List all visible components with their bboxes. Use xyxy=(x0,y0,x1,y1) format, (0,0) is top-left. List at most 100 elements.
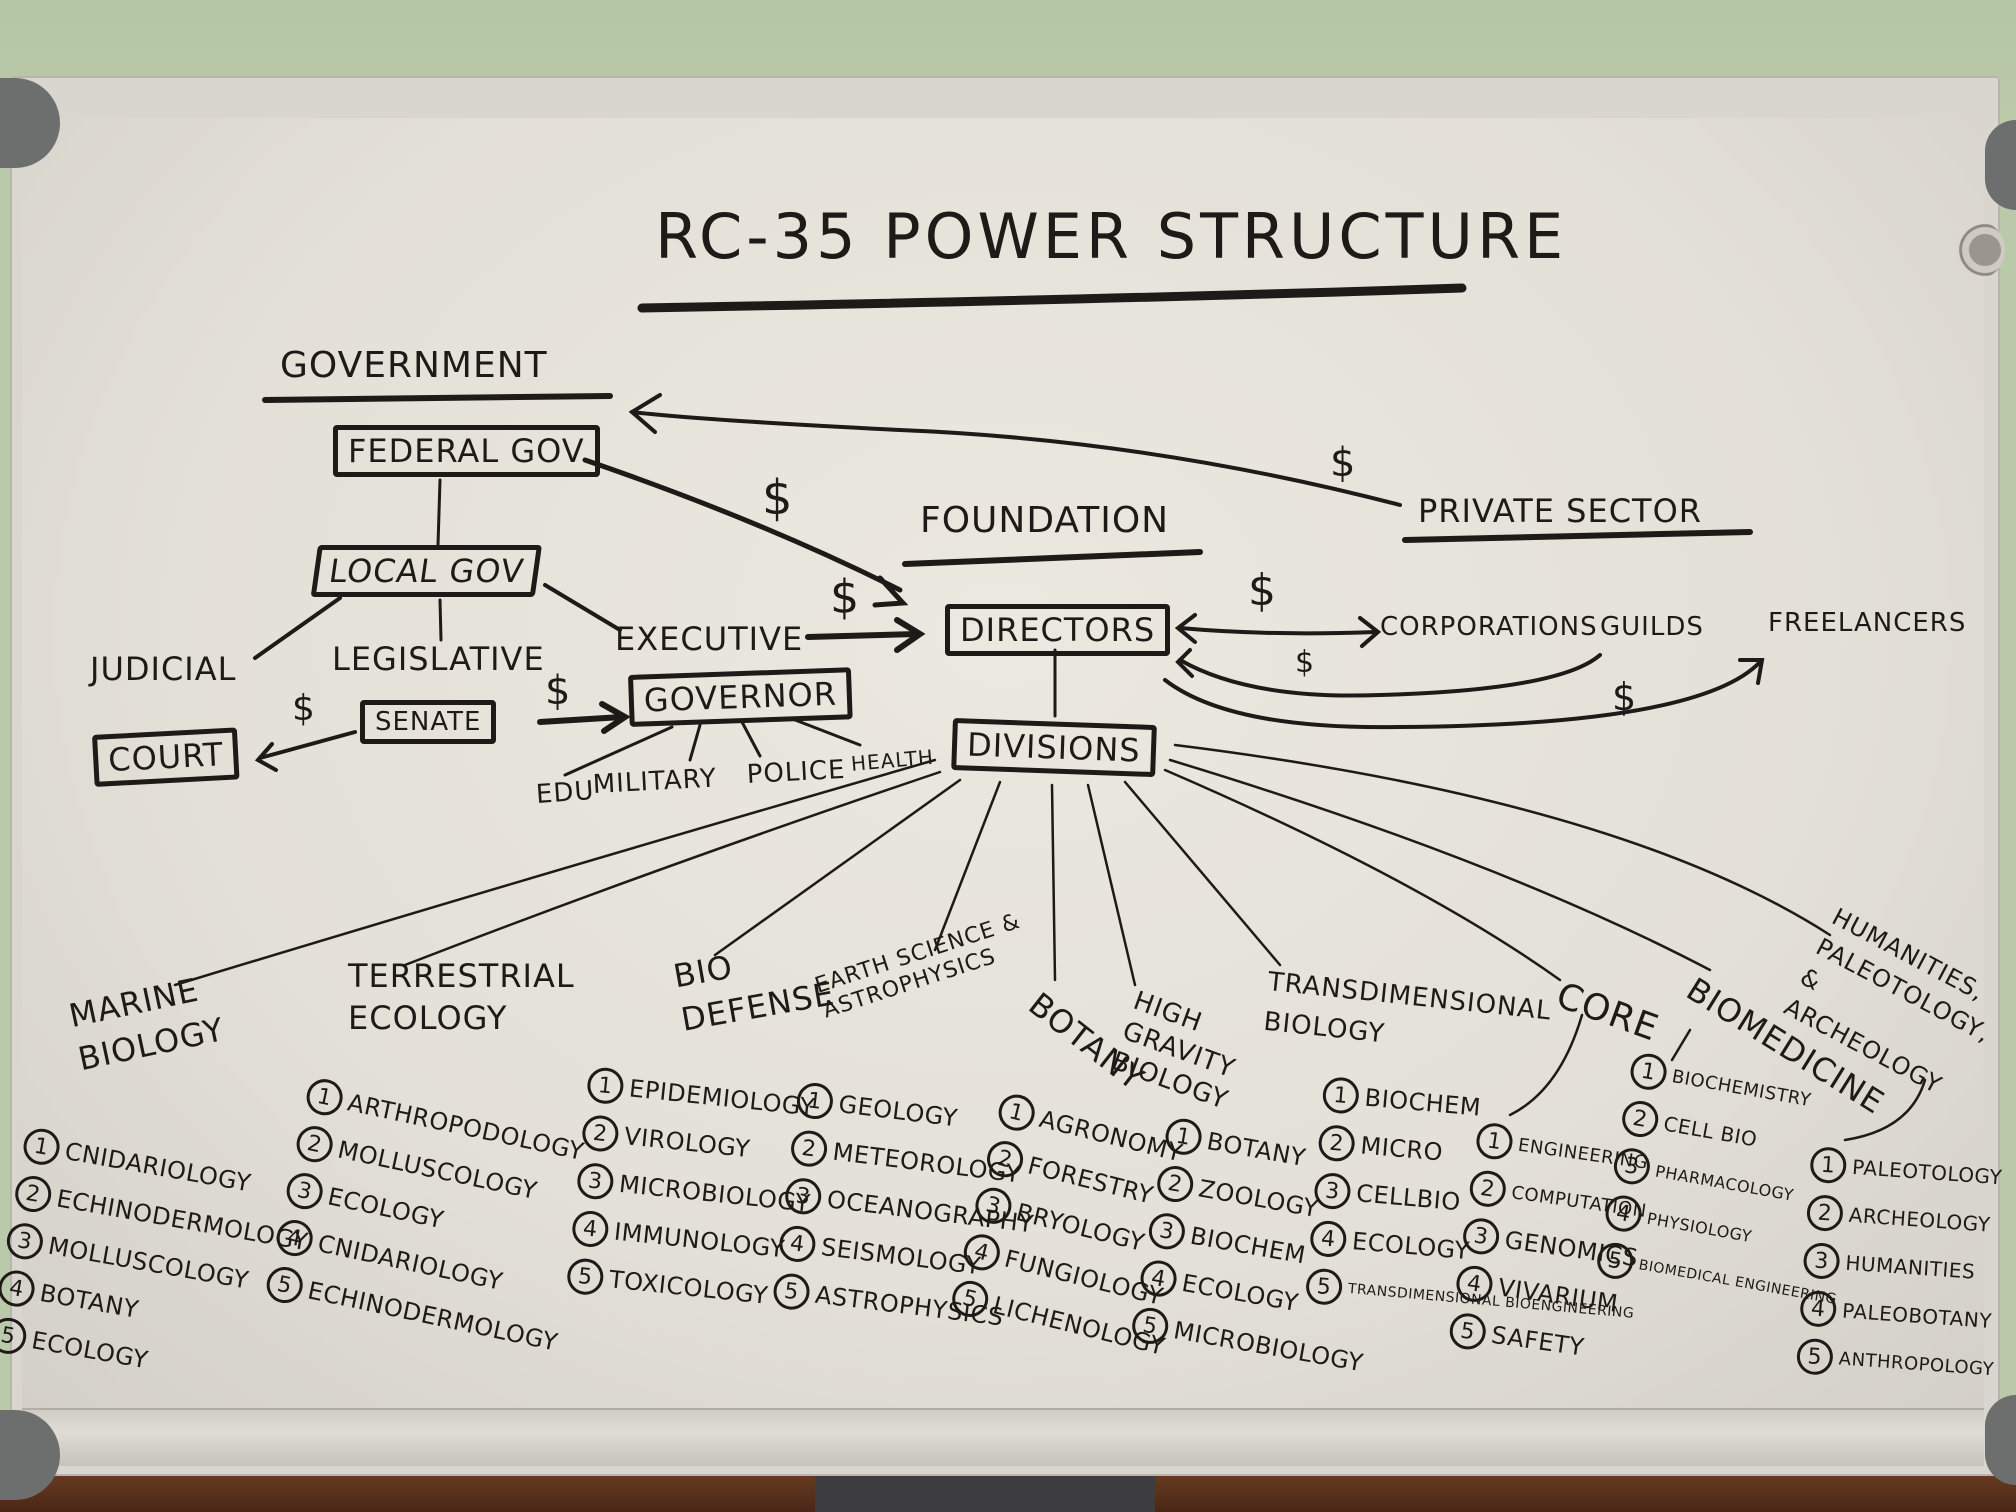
arrowhead xyxy=(894,617,926,653)
magnet-icon xyxy=(1955,222,2005,278)
federal-gov-box: FEDERAL GOV xyxy=(333,425,600,477)
directors-corporations-arrow xyxy=(1178,626,1377,636)
number-circle: 2 xyxy=(789,1128,830,1169)
number-circle: 1 xyxy=(1809,1145,1848,1185)
number-circle: 2 xyxy=(293,1122,336,1166)
number-circle: 1 xyxy=(1162,1115,1205,1158)
number-circle: 3 xyxy=(4,1220,46,1263)
dept-edu: EDU xyxy=(535,775,596,810)
whiteboard-surface xyxy=(22,118,1984,1408)
senate-to-court-arrow xyxy=(258,730,357,760)
number-circle: 4 xyxy=(1308,1219,1348,1259)
executive-branch: EXECUTIVE xyxy=(615,620,804,658)
divisions-highgravity-link xyxy=(1086,783,1137,987)
number-circle: 5 xyxy=(1795,1337,1835,1376)
number-circle: 2 xyxy=(1154,1163,1197,1205)
arrowhead xyxy=(1175,648,1194,678)
number-circle: 4 xyxy=(570,1209,611,1249)
number-circle: 5 xyxy=(948,1277,993,1321)
number-circle: 4 xyxy=(1137,1257,1180,1300)
local-legislative-link xyxy=(438,598,443,642)
government-heading: GOVERNMENT xyxy=(280,345,548,386)
number-circle: 1 xyxy=(1474,1120,1515,1162)
entity-freelancers: FREELANCERS xyxy=(1768,608,1967,638)
local-judicial-link xyxy=(253,596,342,660)
number-circle: 4 xyxy=(960,1230,1004,1275)
private-sector-heading: PRIVATE SECTOR xyxy=(1418,492,1702,530)
division-heading-terrestrial-ecology: TERRESTRIAL ECOLOGY xyxy=(348,957,575,1037)
arrowhead xyxy=(599,701,631,734)
money-icon: $ xyxy=(830,570,861,624)
number-circle: 5 xyxy=(1304,1267,1344,1307)
entity-corporations: CORPORATIONS xyxy=(1380,612,1598,642)
divisions-box: DIVISIONS xyxy=(951,718,1157,778)
private-sector-underline xyxy=(1402,529,1753,543)
number-circle: 4 xyxy=(1602,1192,1645,1235)
divisions-biomedicine-link xyxy=(1168,758,1712,972)
governor-edu-link xyxy=(563,725,674,777)
directors-guilds-arrow xyxy=(1178,653,1602,698)
money-icon: $ xyxy=(1330,440,1357,486)
number-circle: 1 xyxy=(794,1080,836,1122)
governor-health-link xyxy=(788,716,862,747)
money-icon: $ xyxy=(545,668,572,714)
number-circle: 3 xyxy=(1802,1241,1841,1281)
number-circle: 1 xyxy=(20,1125,63,1168)
directors-box: DIRECTORS xyxy=(945,604,1171,656)
arrowhead xyxy=(872,575,909,608)
executive-to-directors-arrow xyxy=(805,631,921,640)
humanities-list-link xyxy=(1843,1078,1927,1142)
number-circle: 1 xyxy=(994,1090,1039,1135)
eraser-holder xyxy=(815,1470,1155,1512)
number-circle: 2 xyxy=(1805,1193,1845,1233)
number-circle: 5 xyxy=(263,1263,307,1307)
number-circle: 4 xyxy=(777,1223,818,1265)
number-circle: 1 xyxy=(1627,1050,1670,1093)
court-box: COURT xyxy=(92,727,240,787)
number-circle: 4 xyxy=(1454,1263,1495,1305)
number-circle: 2 xyxy=(1619,1098,1662,1140)
divisions-marine-link xyxy=(173,758,937,987)
divisions-biodefense-link xyxy=(713,778,962,957)
number-circle: 2 xyxy=(1317,1123,1357,1163)
number-circle: 5 xyxy=(1129,1304,1172,1347)
money-icon: $ xyxy=(762,470,794,526)
senate-to-governor-arrow xyxy=(537,714,625,725)
number-circle: 5 xyxy=(1594,1239,1637,1282)
number-circle: 3 xyxy=(1611,1145,1653,1188)
number-circle: 4 xyxy=(0,1267,38,1310)
local-executive-link xyxy=(543,583,622,632)
number-circle: 5 xyxy=(1447,1311,1489,1352)
arrowhead xyxy=(1358,616,1382,648)
divisions-core-link xyxy=(1163,768,1562,982)
number-circle: 5 xyxy=(0,1314,30,1357)
number-circle: 5 xyxy=(771,1271,812,1312)
number-circle: 1 xyxy=(1321,1075,1361,1115)
federal-to-directors-arrow xyxy=(582,457,903,593)
divisions-botany-link xyxy=(1050,783,1057,982)
money-icon: $ xyxy=(1248,565,1277,616)
divisions-earth-link xyxy=(933,780,1002,952)
divisions-transdimensional-link xyxy=(1123,780,1282,967)
governor-box: GOVERNOR xyxy=(628,667,853,727)
title-underline xyxy=(637,283,1467,313)
arrowhead xyxy=(1174,613,1197,644)
foundation-heading: FOUNDATION xyxy=(920,500,1170,541)
local-gov-box: LOCAL GOV xyxy=(310,545,543,597)
number-circle: 2 xyxy=(983,1137,1027,1182)
private-to-government-arrow xyxy=(630,410,1402,507)
number-circle: 3 xyxy=(1460,1216,1502,1257)
number-circle: 2 xyxy=(580,1113,621,1154)
number-circle: 2 xyxy=(1467,1168,1509,1210)
arrowhead xyxy=(1738,658,1765,685)
number-circle: 4 xyxy=(1799,1289,1838,1329)
dept-police: POLICE xyxy=(746,754,847,790)
number-circle: 3 xyxy=(575,1161,616,1202)
number-circle: 3 xyxy=(283,1169,327,1213)
government-underline xyxy=(262,393,613,403)
divisions-terrestrial-link xyxy=(403,770,942,967)
federal-local-link xyxy=(436,478,442,547)
number-circle: 3 xyxy=(1146,1210,1188,1253)
directors-freelancers-arrow xyxy=(1163,660,1762,730)
